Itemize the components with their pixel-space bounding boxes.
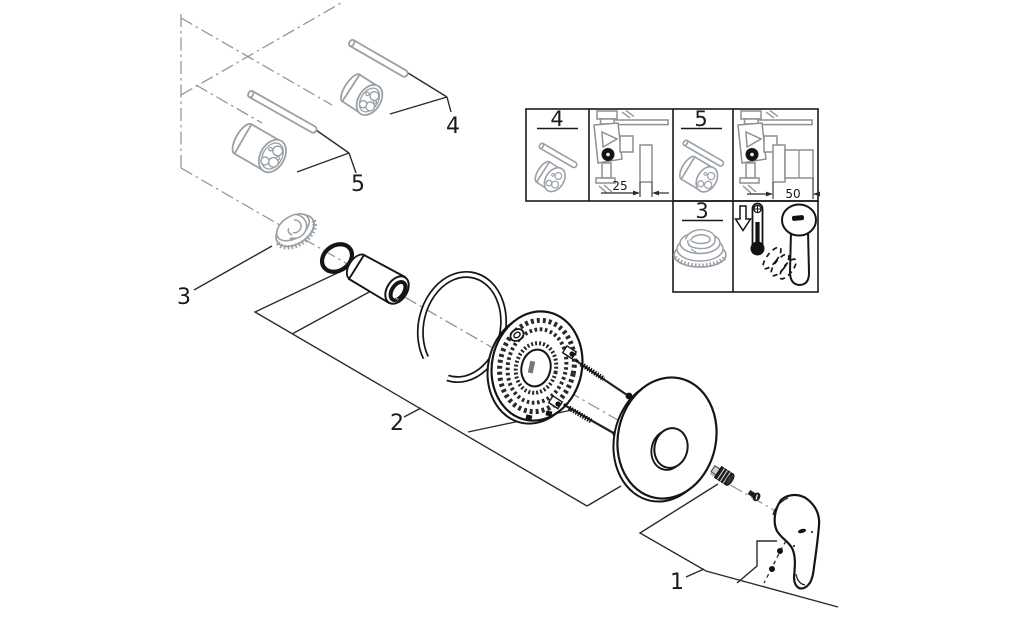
callout-1: 1: [670, 570, 684, 595]
handle-adapter: [710, 464, 735, 486]
escutcheon-plate: [612, 376, 718, 503]
handle-badge: [797, 528, 807, 534]
dimension-25: 25: [612, 179, 627, 193]
extension-cartridge-5: [231, 122, 287, 174]
callout-leader-lines: [193, 72, 839, 608]
extension-cartridge-4: [340, 73, 384, 116]
inset-cell-3-label: 3: [673, 199, 727, 268]
valve-schematic-25: 25: [593, 109, 669, 197]
callout-3: 3: [177, 285, 191, 310]
mounting-plate: [486, 310, 584, 425]
snap-ring: [416, 270, 508, 384]
valve-schematic-50: 50: [737, 109, 820, 201]
sleeve: [345, 253, 410, 305]
callout-4: 4: [446, 114, 460, 139]
down-arrow-icon: [734, 205, 752, 232]
callout-5: 5: [351, 172, 365, 197]
o-ring: [319, 242, 355, 274]
hand-lever-icon: [762, 203, 817, 287]
extension-kit-5: [231, 89, 318, 174]
inset-label-5: 5: [694, 107, 707, 131]
inset-cell-5-label: 5: [679, 107, 725, 193]
inset-table: 4: [525, 107, 820, 293]
handle-screw: [747, 489, 761, 502]
extension-rod-4: [348, 38, 409, 78]
plate-screw-lugs: [525, 344, 578, 421]
inset-label-3: 3: [695, 199, 708, 223]
inset-knob: [673, 229, 727, 268]
temperature-limiter-knob: [275, 213, 317, 250]
lever-handle: [763, 493, 821, 590]
mounting-screw-bottom: [563, 403, 620, 438]
inset-cell-3-instruction: [734, 202, 817, 287]
extension-rod-5: [247, 89, 318, 134]
mounting-screw-top: [575, 359, 633, 400]
callout-2: 2: [390, 411, 404, 436]
inset-cell-4-label: 4: [534, 107, 578, 193]
inset-label-4: 4: [550, 107, 563, 131]
screw-cover-leader: [763, 540, 787, 584]
extension-kit-4: [340, 38, 409, 116]
temperature-down-icon: [734, 202, 765, 256]
inset-table-borders: [525, 108, 819, 293]
dimension-50: 50: [785, 187, 800, 201]
